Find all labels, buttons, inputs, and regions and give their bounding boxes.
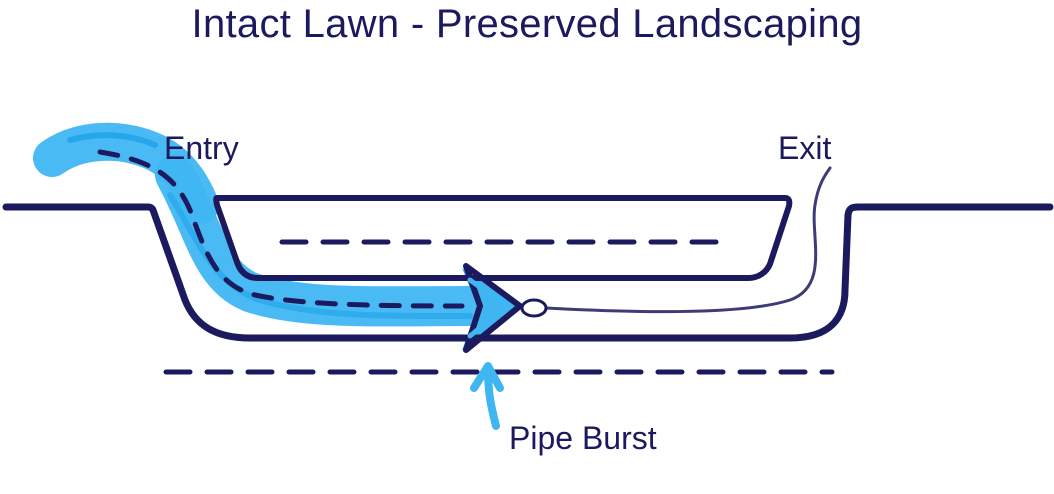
arrow-head-outline (463, 263, 523, 353)
cable-loop (520, 298, 548, 318)
pipe-burst-label: Pipe Burst (509, 420, 657, 456)
burst-pointer-arrow-head (470, 362, 504, 392)
pipe-path-dashed (97, 149, 465, 309)
water-stream-splash-streak (67, 132, 158, 148)
inner-soil-outline (213, 195, 793, 281)
water-stream-edge (167, 192, 473, 320)
diagram-title: Intact Lawn - Preserved Landscaping (191, 2, 863, 46)
exit-label: Exit (778, 130, 832, 166)
ground-trench-outline (2, 203, 1054, 342)
pulling-cable (544, 166, 832, 314)
burst-pointer-arrow-shaft (484, 366, 500, 430)
entry-label: Entry (164, 130, 239, 166)
arrow-head-inner-stroke (467, 277, 509, 339)
